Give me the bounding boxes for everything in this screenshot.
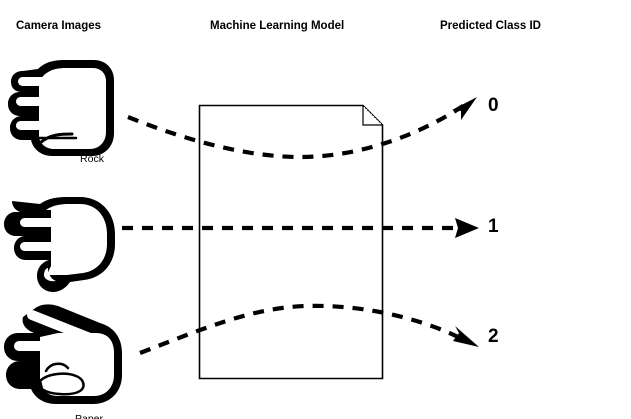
arrowhead-class-1 (455, 218, 479, 238)
arrowhead-class-0 (452, 97, 477, 120)
gesture-label-paper: Paper (74, 413, 104, 419)
class-id-2: 2 (488, 326, 499, 347)
fist-hand-icon (8, 60, 114, 156)
column-header-camera-images: Camera Images (16, 20, 102, 32)
gesture-rock: Rock (8, 55, 126, 165)
open-hand-icon (4, 197, 115, 292)
class-id-1: 1 (488, 216, 499, 237)
column-header-predicted-class-id: Predicted Class ID (440, 20, 541, 32)
gesture-label-rock: Rock (80, 153, 104, 165)
victory-hand-icon (4, 304, 122, 404)
machine-learning-model-node (198, 104, 386, 380)
column-header-machine-learning-model: Machine Learning Model (210, 20, 345, 32)
arrowhead-class-2 (453, 326, 479, 347)
document-icon (198, 104, 384, 380)
class-id-0: 0 (488, 95, 499, 116)
gesture-paper: Paper (4, 196, 122, 419)
gesture-scissors: Scissors (4, 303, 132, 409)
